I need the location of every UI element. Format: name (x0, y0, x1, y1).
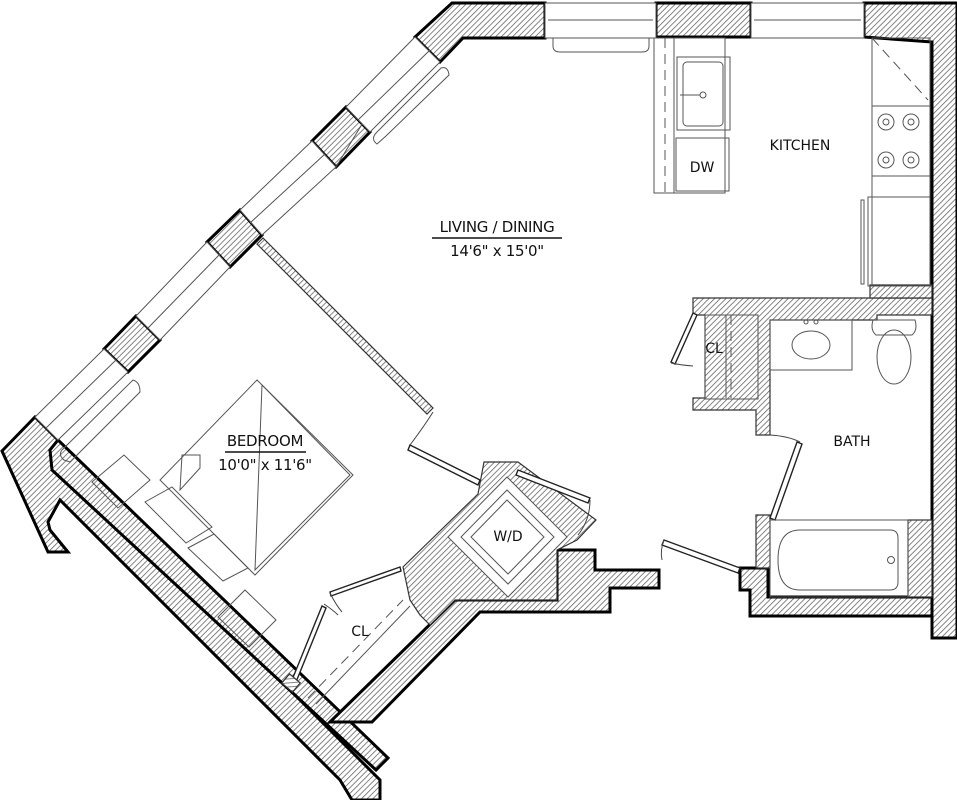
toilet-bowl (876, 329, 912, 385)
bed-fold (179, 454, 201, 492)
bedroom-furniture: CL (91, 379, 411, 705)
hall-closet: CL (704, 314, 759, 400)
pillow-right (187, 533, 249, 582)
living-dining-title: LIVING / DINING (440, 218, 555, 236)
nightstand-right (217, 589, 277, 648)
laundry-label: W/D (493, 529, 522, 545)
bedroom-closet-door-right[interactable] (329, 566, 402, 597)
kitchen-fixtures: DW KITCHEN (653, 37, 931, 287)
toilet-tank (871, 319, 917, 336)
bath-fixtures: BATH (769, 319, 917, 598)
dishwasher-label: DW (690, 160, 715, 176)
bath-door[interactable] (769, 441, 803, 521)
bedroom-title: BEDROOM (227, 432, 303, 450)
stove (871, 105, 931, 177)
top-windows (544, 2, 865, 53)
pillow-left (144, 486, 213, 544)
kitchen-sink (676, 56, 731, 131)
dishwasher (675, 137, 730, 192)
bedroom-closet-label: CL (351, 624, 369, 640)
kitchen-label: KITCHEN (770, 138, 831, 154)
window-wall (34, 36, 450, 463)
vanity (769, 319, 853, 371)
living-dining-size: 14'6" x 15'0" (450, 242, 544, 260)
hall-closet-label: CL (705, 341, 723, 357)
hall-closet-door[interactable] (670, 312, 698, 365)
bed (159, 379, 354, 576)
doors (280, 312, 803, 693)
laundry: W/D (447, 476, 568, 598)
room-labels: LIVING / DINING 14'6" x 15'0" BEDROOM 10… (218, 218, 562, 474)
burner-icon (877, 113, 920, 169)
washer-dryer (447, 476, 568, 598)
sink-basin (791, 330, 831, 360)
laundry-door[interactable] (515, 469, 591, 504)
nightstand-left (91, 454, 151, 509)
bath-label: BATH (833, 434, 870, 450)
entry-door[interactable] (661, 539, 741, 574)
bedroom-size: 10'0" x 11'6" (218, 456, 312, 474)
refrigerator (867, 196, 931, 287)
bedroom-door[interactable] (407, 444, 481, 486)
bedroom-closet-door-left[interactable] (291, 605, 327, 683)
bathtub (769, 519, 909, 598)
